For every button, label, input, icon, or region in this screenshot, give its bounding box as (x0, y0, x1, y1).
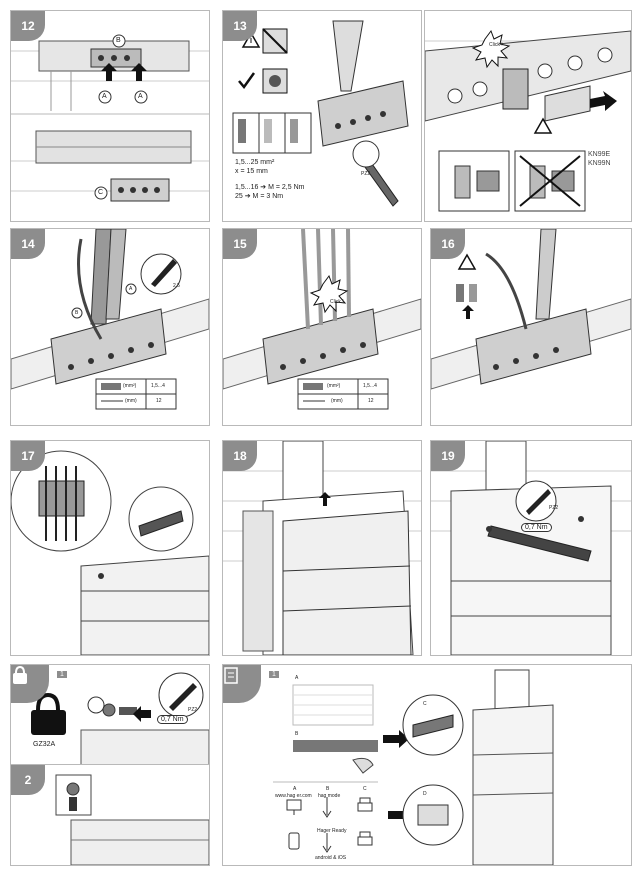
substep-1: 1 (57, 671, 67, 678)
model-kn99e: KN99E (588, 151, 611, 158)
callout-a: A (129, 286, 133, 292)
row1-unit: (mm²) (327, 383, 341, 389)
step-18-panel: 18 (222, 440, 422, 656)
step-number-badge: 2 (11, 765, 45, 795)
tool-label: PZ2 (549, 505, 559, 511)
step-number-badge: 15 (223, 229, 257, 259)
row1-value: 1,5...4 (363, 383, 377, 389)
torque-label: 0,7 Nm (157, 715, 188, 724)
model-kn99n: KN99N (588, 160, 611, 167)
step-number-badge: 13 (223, 11, 257, 41)
notepad-icon (224, 667, 238, 684)
hag-mode-text: hag mode (318, 793, 341, 799)
callout-c: C (423, 701, 427, 707)
row2-value: 12 (368, 398, 374, 404)
hager-ready-text: Hager Ready (317, 828, 347, 834)
step-16-illustration (431, 229, 631, 390)
row1-value: 1,5...4 (151, 383, 165, 389)
callout-a: A (295, 675, 299, 681)
spec-torque-2: 25 ➔ M = 3 Nm (235, 193, 284, 200)
callout-b: B (75, 310, 79, 316)
step-number-badge: 14 (11, 229, 45, 259)
step-14-illustration (11, 229, 209, 410)
step-number-badge: 17 (11, 441, 45, 471)
step-19-panel: 19 PZ2 0,7 Nm (430, 440, 632, 656)
click-label: Click ! (330, 299, 344, 305)
step-number-badge: 18 (223, 441, 257, 471)
website-text: www.hag er.com (275, 793, 312, 799)
labeling-panel: 1 A B C D A B C www.hag er.com hag mode … (222, 664, 632, 866)
step-19-illustration (431, 441, 631, 655)
spec-strip-length: x = 15 mm (235, 168, 268, 175)
tool-label: PZ2 (188, 707, 198, 713)
callout-d: D (423, 791, 427, 797)
row1-unit: (mm²) (123, 383, 137, 389)
torque-label: 0,7 Nm (521, 523, 552, 532)
lock-section-panel: 1 GZ32A PZ2 0,7 Nm (10, 664, 210, 766)
step-14-panel: 14 A B 2,5 (mm²) 1,5...4 (mm) 12 (10, 228, 210, 426)
column-c: C (363, 786, 367, 792)
lock-install-illustration (31, 672, 209, 765)
step-number-badge: 19 (431, 441, 465, 471)
lock-fitted-illustration (55, 774, 209, 865)
blade-width: 2,5 (173, 283, 180, 289)
lock-model: GZ32A (33, 741, 56, 748)
step-17-illustration (11, 450, 209, 655)
spec-cross-section: 1,5...25 mm² (235, 159, 275, 166)
lock-icon (11, 665, 49, 703)
column-b: B (326, 786, 330, 792)
step-15-illustration (223, 229, 421, 410)
android-ios-text: android & iOS (315, 855, 347, 861)
din-rail-clip-illustration (425, 29, 631, 212)
click-label: Click ! (489, 42, 503, 48)
step-12-panel: 12 B A A C (10, 10, 210, 222)
step-15-panel: 15 Click ! (mm²) 1,5...4 (mm) 12 (222, 228, 422, 426)
step-13-illustration (232, 20, 409, 207)
callout-a: A (102, 93, 107, 100)
column-a: A (293, 786, 297, 792)
step-number-badge: 12 (11, 11, 45, 41)
step-12-illustration (11, 11, 209, 221)
step-13-detail-panel: Click ! KN99E KN99N (424, 10, 632, 222)
step-17-panel: 17 (10, 440, 210, 656)
callout-a: A (138, 93, 143, 100)
spec-torque-1: 1,5...16 ➔ M = 2,5 Nm (235, 184, 305, 191)
step-18-illustration (223, 441, 421, 655)
labeling-illustration (273, 669, 554, 865)
step-number-badge: 16 (431, 229, 465, 259)
callout-b: B (116, 37, 121, 44)
step-13-panel: 13 1,5...25 mm² x = 15 mm 1,5...16 ➔ M =… (222, 10, 422, 222)
row2-unit: (mm) (331, 398, 343, 404)
padlock-icon (13, 665, 27, 684)
step-16-panel: 16 (430, 228, 632, 426)
substep-1: 1 (269, 671, 279, 678)
callout-c: C (98, 189, 104, 196)
callout-b: B (295, 731, 299, 737)
lock-step-2-panel: 2 (10, 764, 210, 866)
row2-value: 12 (156, 398, 162, 404)
row2-unit: (mm) (125, 398, 137, 404)
tool-label: PZ2 (361, 171, 371, 177)
